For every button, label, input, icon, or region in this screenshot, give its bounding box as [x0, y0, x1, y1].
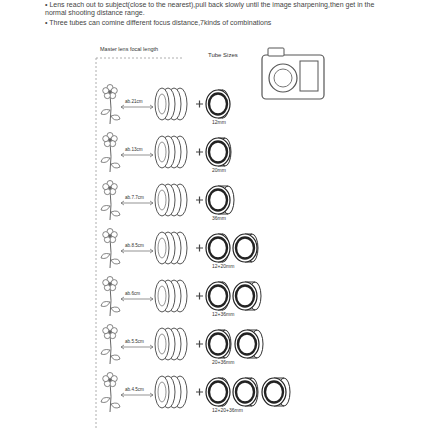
camera-mount — [269, 64, 297, 92]
tube-ring — [238, 334, 256, 355]
dashed-frame — [96, 58, 182, 428]
plus-sign — [196, 149, 203, 156]
tube-front — [233, 378, 257, 406]
distance-label: ab.21cm — [124, 99, 144, 104]
tube-size-label: 12+20+36mm — [212, 408, 243, 414]
lens-front — [158, 238, 166, 258]
tube-front — [206, 138, 230, 166]
flower-petal — [103, 328, 109, 334]
tube-size-label: 20mm — [212, 168, 226, 174]
tube-front — [206, 90, 230, 118]
lens-ring — [155, 232, 169, 264]
flower-leaf — [101, 302, 120, 313]
flower-petal — [103, 88, 109, 94]
tube-ring — [209, 190, 227, 211]
flower-petal — [103, 280, 109, 286]
tube-front — [233, 282, 257, 310]
tube-front — [206, 330, 230, 358]
distance-arrow — [121, 105, 153, 109]
flower-petal — [103, 376, 109, 382]
tube-front — [206, 282, 230, 310]
flower-leaf — [101, 206, 120, 217]
column-heading: Tube Sizes — [208, 52, 238, 59]
distance-arrow — [121, 249, 153, 253]
lens-front — [158, 286, 166, 306]
flower-center — [108, 90, 111, 93]
tube-ring — [209, 382, 227, 403]
flower-leaf — [101, 254, 120, 265]
flower-center — [108, 330, 111, 333]
plus-sign — [196, 389, 203, 396]
distance-label: ab.6cm — [124, 291, 141, 296]
distance-label: ab.7.7cm — [124, 195, 145, 200]
lens-front — [158, 382, 166, 402]
tube-size-label: 12+20mm — [212, 264, 234, 270]
lens-front — [158, 142, 166, 162]
instruction-note: • Lens reach out to subject(close to the… — [45, 1, 390, 17]
flower-petal — [103, 184, 109, 190]
camera-mount — [274, 69, 292, 87]
flower-leaf — [101, 110, 120, 121]
lens-ring — [155, 376, 169, 408]
flower-center — [108, 186, 111, 189]
distance-label: ab.4.5cm — [124, 387, 145, 392]
plus-sign — [196, 245, 203, 252]
lens-front — [158, 94, 166, 114]
plus-sign — [196, 341, 203, 348]
distance-arrow — [121, 345, 153, 349]
tube-ring — [236, 238, 254, 259]
camera-flash — [268, 48, 284, 56]
tube-front — [235, 330, 259, 358]
flower-center — [108, 282, 111, 285]
distance-arrow — [121, 297, 153, 301]
distance-arrow — [121, 393, 153, 397]
tube-front — [206, 378, 230, 406]
tube-size-label: 12mm — [212, 120, 226, 126]
tube-front — [233, 234, 257, 262]
flower-center — [108, 138, 111, 141]
distance-label: ab.13cm — [124, 147, 144, 152]
lens-front — [158, 190, 166, 210]
plus-sign — [196, 197, 203, 204]
flower-petal — [103, 232, 109, 238]
tube-ring — [236, 286, 254, 307]
lens-ring — [155, 184, 169, 216]
lens-ring — [155, 328, 169, 360]
tube-front — [262, 378, 286, 406]
flower-leaf — [101, 398, 120, 409]
plus-sign — [196, 101, 203, 108]
flower-center — [108, 378, 111, 381]
camera-body — [262, 55, 324, 99]
tube-front — [206, 186, 230, 214]
tube-front — [206, 234, 230, 262]
distance-arrow — [121, 153, 153, 157]
camera-grip — [300, 61, 318, 91]
flower-leaf — [101, 158, 120, 169]
tube-size-label: 20+36mm — [212, 360, 234, 366]
tube-ring — [209, 142, 227, 163]
flower-leaf — [101, 350, 120, 361]
tube-ring — [209, 286, 227, 307]
tube-ring — [209, 94, 227, 115]
tube-size-label: 36mm — [212, 216, 226, 222]
tube-ring — [236, 382, 254, 403]
distance-label: ab.8.5cm — [124, 243, 145, 248]
flower-petal — [103, 136, 109, 142]
lens-front — [158, 334, 166, 354]
tube-ring — [209, 334, 227, 355]
lens-ring — [155, 88, 169, 120]
tube-ring — [265, 382, 283, 403]
tube-size-label: 12+36mm — [212, 312, 234, 318]
flower-center — [108, 234, 111, 237]
distance-arrow — [121, 201, 153, 205]
lens-ring — [155, 280, 169, 312]
plus-sign — [196, 293, 203, 300]
column-heading: Master lens focal length — [100, 46, 160, 52]
lens-ring — [155, 136, 169, 168]
distance-label: ab.5.5cm — [124, 339, 145, 344]
instruction-note: • Three tubes can comine different focus… — [45, 19, 390, 27]
tube-ring — [209, 238, 227, 259]
